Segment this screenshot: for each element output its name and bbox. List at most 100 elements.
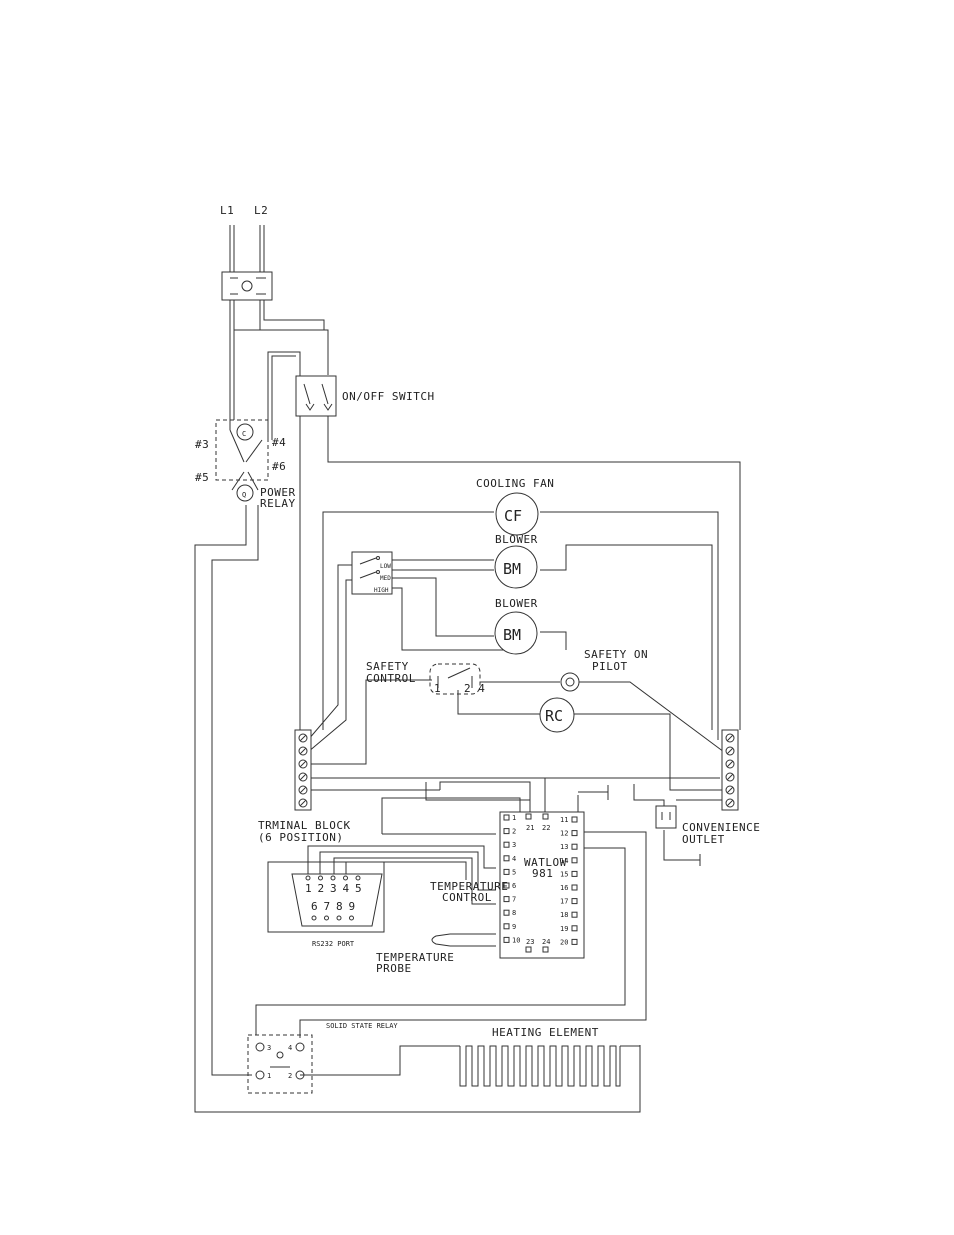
- controller-terminal-box: [503, 909, 510, 916]
- controller-terminal-box: [503, 855, 510, 862]
- controller-terminal-box: [503, 814, 510, 821]
- ssr-label: SOLID STATE RELAY: [326, 1022, 398, 1030]
- svg-text:2 4: 2 4: [464, 682, 485, 695]
- rs232-pin: [324, 915, 329, 921]
- controller-terminal-3: 3: [512, 841, 516, 849]
- rc-component: RC: [539, 697, 575, 733]
- temperature-control-label: TEMPERATURE CONTROL: [430, 880, 508, 904]
- rs232-pin-label-9: 9: [349, 900, 356, 913]
- rs232-pin: [336, 915, 342, 921]
- controller-terminal-4: 4: [512, 855, 516, 863]
- controller-terminal-box: [571, 830, 578, 837]
- rs232-pin-label-6: 6: [311, 900, 318, 913]
- line-cord-connector: [221, 271, 273, 301]
- relay-contact-6: #6: [272, 460, 286, 473]
- controller-terminal-13: 13: [560, 843, 568, 851]
- speed-high-label: HIGH: [374, 587, 389, 594]
- blower-motors: BLOWER BM BLOWER BM: [494, 533, 538, 655]
- controller-terminal-box: [503, 868, 510, 875]
- svg-text:1: 1: [434, 682, 441, 695]
- temperature-control-label-2: CONTROL: [442, 891, 492, 904]
- rs232-pin: [349, 915, 354, 921]
- controller-terminal-21: 21: [526, 824, 534, 832]
- heating-element-label: HEATING ELEMENT: [492, 1026, 599, 1039]
- controller-terminal-10: 10: [512, 936, 520, 944]
- controller-terminal-22: 22: [542, 824, 550, 832]
- controller-terminal-11: 11: [560, 816, 568, 824]
- terminal-block-label-1: TRMINAL BLOCK: [258, 819, 351, 832]
- controller-terminal-12: 12: [560, 830, 568, 838]
- controller-terminal-15: 15: [560, 870, 568, 878]
- rs232-pin: [318, 875, 323, 881]
- controller-label-2: 981: [532, 867, 553, 880]
- blower-speed-switch: LOW MED HIGH: [351, 551, 393, 595]
- controller-terminal-6: 6: [512, 882, 516, 890]
- cooling-fan-symbol: CF: [504, 507, 522, 525]
- terminal-block-left: [294, 729, 312, 811]
- controller-terminal-1: 1: [512, 814, 516, 822]
- rs232-pin-label-7: 7: [324, 900, 331, 913]
- rs232-pin: [355, 875, 361, 881]
- controller-terminal-box: [571, 911, 578, 918]
- controller-terminal-8: 8: [512, 909, 516, 917]
- safety-pilot-label-2: PILOT: [592, 660, 628, 673]
- controller-terminal-5: 5: [512, 868, 516, 876]
- controller-terminal-box: [571, 925, 578, 932]
- controller-terminal-box: [503, 923, 510, 930]
- relay-contact-4: #4: [272, 436, 286, 449]
- controller-terminal-box: [571, 938, 578, 945]
- controller-terminal-box: [503, 882, 510, 889]
- rs232-pin-label-2: 2: [318, 882, 325, 895]
- wires: [194, 225, 741, 1113]
- onoff-switch-label: ON/OFF SWITCH: [342, 390, 435, 403]
- rs232-pin-label-3: 3: [330, 882, 337, 895]
- ssr-terminal-2: 2: [288, 1072, 292, 1080]
- ssr-terminal-3: 3: [267, 1044, 271, 1052]
- heating-element: HEATING ELEMENT: [459, 1026, 621, 1087]
- solid-state-relay: 3 4 1 2 SOLID STATE RELAY: [247, 1022, 398, 1094]
- rs232-pin-label-8: 8: [336, 900, 343, 913]
- temperature-probe-label-1: TEMPERATURE: [376, 951, 454, 964]
- controller-terminal-box: [571, 816, 578, 823]
- rs232-pin-label-1: 1: [305, 882, 312, 895]
- rc-symbol: RC: [545, 707, 563, 725]
- svg-text:Q: Q: [242, 491, 246, 499]
- controller-terminal-box: [503, 936, 510, 943]
- temperature-probe: TEMPERATURE PROBE: [376, 933, 454, 975]
- controller-terminal-23: 23: [526, 938, 534, 946]
- convenience-outlet: CONVENIENCE OUTLET: [655, 805, 760, 846]
- rs232-pin: [311, 915, 317, 921]
- controller-terminal-box: [503, 896, 510, 903]
- rs232-pin: [343, 875, 348, 881]
- controller-terminal-box: [503, 841, 510, 848]
- onoff-switch: ON/OFF SWITCH: [295, 375, 435, 417]
- convenience-outlet-label-1: CONVENIENCE: [682, 821, 760, 834]
- terminal-block-right: [721, 729, 739, 811]
- controller-terminal-box: [571, 870, 578, 877]
- blower-1-symbol: BM: [503, 560, 521, 578]
- supply-lines: L1 L2: [220, 204, 273, 301]
- rs232-pin-label-5: 5: [355, 882, 362, 895]
- power-relay-label-1: POWER: [260, 486, 296, 499]
- controller-terminal-box: [571, 898, 578, 905]
- controller-terminal-box: [571, 884, 578, 891]
- power-relay: C Q #3 #4 #5 #6 POWER RELAY: [195, 419, 296, 510]
- rs232-pin-label-4: 4: [343, 882, 350, 895]
- speed-low-label: LOW: [380, 563, 391, 570]
- controller-terminal-16: 16: [560, 884, 568, 892]
- ssr-terminal-4: 4: [288, 1044, 292, 1052]
- safety-control-label-1: SAFETY: [366, 660, 409, 673]
- controller-terminal-24: 24: [542, 938, 550, 946]
- ssr-terminal-1: 1: [267, 1072, 271, 1080]
- controller-terminal-2: 2: [512, 828, 516, 836]
- cooling-fan-label: COOLING FAN: [476, 477, 554, 490]
- temperature-probe-label-2: PROBE: [376, 962, 412, 975]
- rs232-pin: [305, 875, 311, 881]
- controller-terminal-14: 14: [560, 857, 568, 865]
- controller-terminal-9: 9: [512, 923, 516, 931]
